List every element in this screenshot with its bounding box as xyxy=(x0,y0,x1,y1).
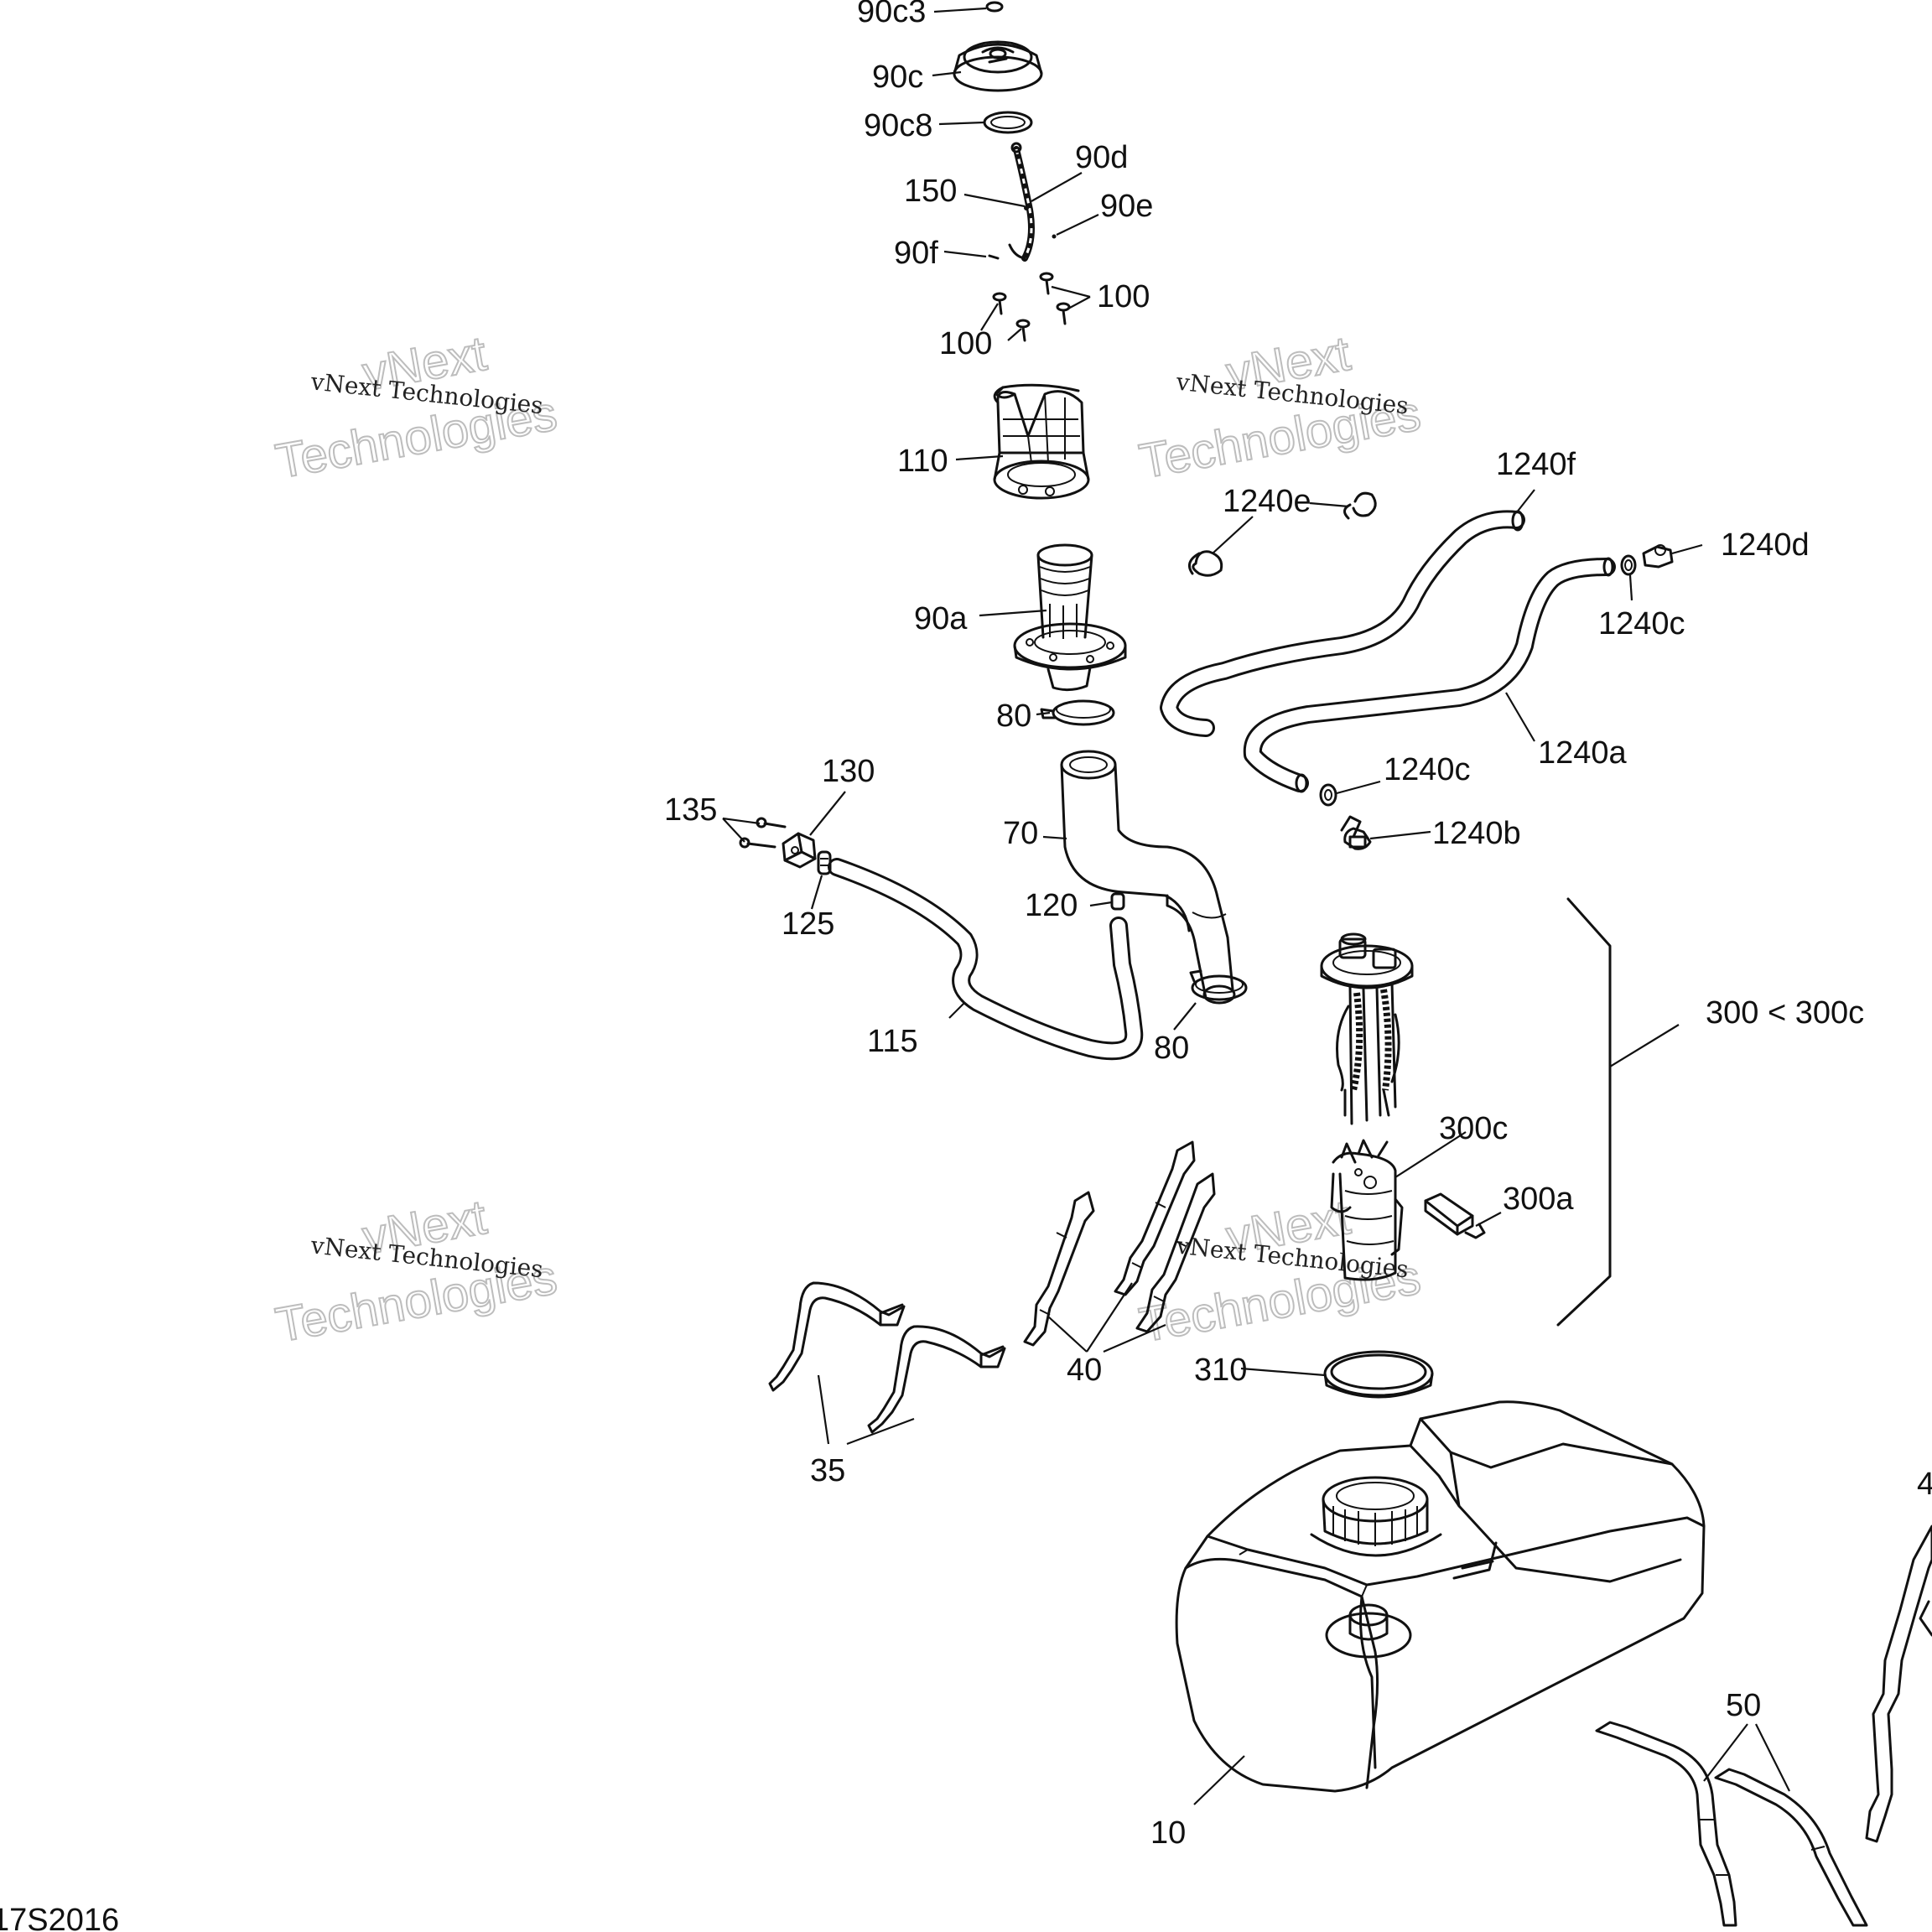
part-120-clip[interactable] xyxy=(1110,892,1125,911)
label-35: 35 xyxy=(810,1453,845,1488)
part-90a-filler-neck[interactable] xyxy=(1013,543,1127,692)
label-150: 150 xyxy=(904,174,957,209)
part-150-rivet[interactable] xyxy=(1024,205,1029,210)
label-50: 50 xyxy=(1726,1688,1761,1723)
label-70: 70 xyxy=(1003,816,1038,851)
part-100-screws[interactable] xyxy=(992,272,1071,342)
label-4: 4 xyxy=(1917,1467,1932,1502)
label-1240c: 1240c xyxy=(1384,752,1471,787)
part-90c3-screw[interactable] xyxy=(985,1,1004,13)
label-115: 115 xyxy=(867,1024,918,1059)
part-90e-pin[interactable] xyxy=(1052,234,1057,239)
label-40: 40 xyxy=(1067,1353,1102,1388)
label-80: 80 xyxy=(996,699,1031,734)
part-1240a-hose[interactable] xyxy=(1243,557,1616,793)
label-90c: 90c xyxy=(872,60,923,95)
part-1240c-clamp-lower[interactable] xyxy=(1319,783,1337,807)
label-100: 100 xyxy=(939,326,992,361)
label-300a: 300a xyxy=(1503,1182,1574,1217)
label-90a: 90a xyxy=(914,601,968,636)
part-90c-fuel-cap[interactable] xyxy=(953,40,1043,92)
label-1240e: 1240e xyxy=(1223,484,1311,519)
label-125: 125 xyxy=(782,906,834,942)
part-1240c-clamp-upper[interactable] xyxy=(1620,554,1637,576)
label-1240d: 1240d xyxy=(1721,527,1810,563)
part-125-connector[interactable] xyxy=(817,850,832,875)
part-10-fuel-tank[interactable] xyxy=(1175,1400,1706,1793)
label-90c3: 90c3 xyxy=(857,0,926,29)
label-120: 120 xyxy=(1025,888,1078,923)
label-1240c: 1240c xyxy=(1598,606,1685,641)
part-35-straps[interactable] xyxy=(768,1281,1006,1434)
part-300-fuel-pump-module[interactable] xyxy=(1320,932,1486,1281)
part-1240e-clamps[interactable] xyxy=(1187,491,1377,577)
part-1240d-fitting[interactable] xyxy=(1642,544,1674,569)
part-310-seal-ring[interactable] xyxy=(1323,1350,1434,1399)
label-310: 310 xyxy=(1194,1353,1247,1388)
label-300c: 300c xyxy=(1439,1111,1508,1146)
label-90d: 90d xyxy=(1075,140,1128,175)
part-labels: 90c3 90c 90c8 90d 150 90e 90f 100 100 11… xyxy=(664,0,1932,1851)
part-40-straps[interactable] xyxy=(1023,1140,1216,1347)
part-90f-pin[interactable] xyxy=(988,254,1000,260)
label-100: 100 xyxy=(1097,279,1150,314)
label-90f: 90f xyxy=(894,236,938,271)
bracket-300-group xyxy=(1556,897,1612,1327)
label-10: 10 xyxy=(1150,1815,1186,1851)
drawing-code: 17S2016 xyxy=(0,1903,119,1932)
part-80-clamp-lower[interactable] xyxy=(1189,969,1248,1001)
part-80-clamp-upper[interactable] xyxy=(1040,699,1115,726)
part-115-vent-hose[interactable] xyxy=(828,858,1144,1061)
label-80: 80 xyxy=(1154,1031,1189,1066)
part-90c8-gasket[interactable] xyxy=(983,111,1033,134)
part-130-vent-valve[interactable] xyxy=(782,832,817,869)
label-1240f: 1240f xyxy=(1496,447,1576,482)
part-70-filler-hose[interactable] xyxy=(1060,750,1236,1005)
part-90d-tether[interactable] xyxy=(1008,142,1035,262)
part-110-filler-cover[interactable] xyxy=(993,383,1090,500)
leader-lines xyxy=(722,7,1790,1805)
label-130: 130 xyxy=(822,754,875,789)
label-110: 110 xyxy=(897,444,948,479)
part-1240b-elbow-fitting[interactable] xyxy=(1340,815,1372,850)
part-50-straps[interactable] xyxy=(1595,1524,1932,1927)
label-135: 135 xyxy=(664,792,717,828)
label-90c8: 90c8 xyxy=(864,108,932,143)
label-90e: 90e xyxy=(1100,189,1153,224)
label-1240a: 1240a xyxy=(1538,735,1628,771)
label-300-group: 300 < 300c xyxy=(1706,995,1864,1031)
label-1240b: 1240b xyxy=(1432,816,1521,851)
part-135-screws[interactable] xyxy=(739,817,787,849)
